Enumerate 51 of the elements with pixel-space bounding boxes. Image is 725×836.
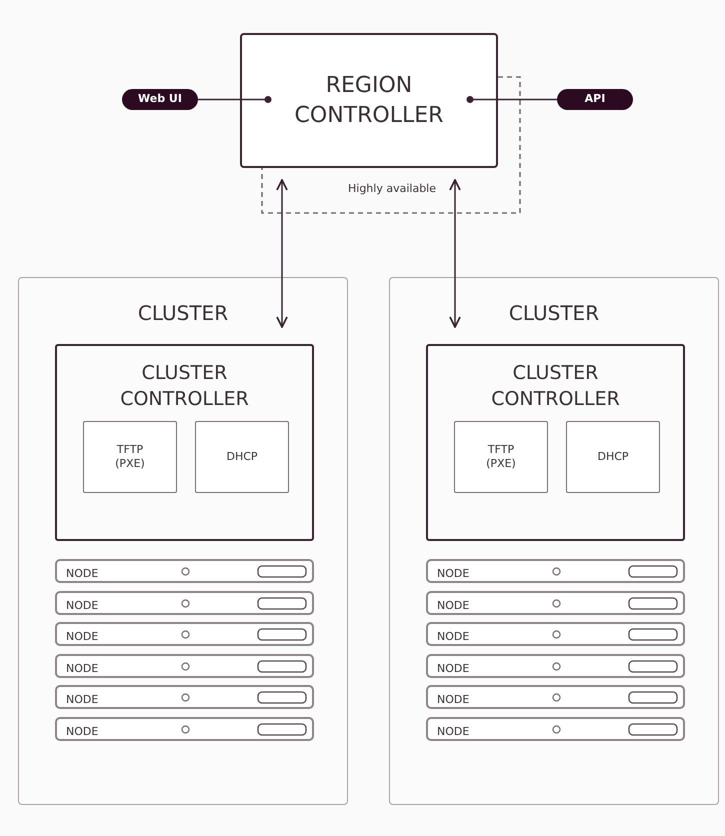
server-row [426,622,685,646]
controller-box [240,33,498,168]
server-row [55,622,314,646]
connector-line [198,96,272,103]
pill-label: API [584,91,606,108]
group-title: CLUSTER [508,300,600,327]
service-box [83,421,177,493]
service-label: DHCP [225,450,259,464]
row-label: NODE [66,724,98,740]
server-row [55,590,314,614]
row-label: NODE [66,692,98,708]
server-row [426,654,685,678]
server-row [426,685,685,709]
row-label: NODE [437,692,470,708]
connector-line [466,96,557,103]
row-label: NODE [437,660,470,676]
service-label: DHCP [596,450,630,464]
server-row [55,716,314,740]
row-label: NODE [437,629,470,645]
arrow [276,179,288,328]
controller-box [426,344,685,541]
cluster-panel [389,277,719,805]
group-label: Highly available [347,181,437,197]
interface-pill [557,89,633,110]
row-label: NODE [437,566,470,582]
service-box [195,421,289,493]
row-label: NODE [437,724,470,740]
arrow [449,179,461,328]
row-label: NODE [66,598,98,614]
server-row [426,559,685,583]
server-row [426,716,685,740]
row-label: NODE [437,598,470,614]
row-label: NODE [66,660,98,676]
box-title: CLUSTER CONTROLLER [490,361,621,412]
server-row [55,685,314,709]
service-box [566,421,660,493]
row-label: NODE [66,629,98,645]
pill-label: Web UI [138,91,182,108]
interface-pill [122,89,198,110]
row-label: NODE [66,566,98,582]
server-row [426,590,685,614]
box-title: CLUSTER CONTROLLER [119,361,250,412]
server-row [55,654,314,678]
box-title: REGION CONTROLLER [294,72,444,130]
service-label: TFTP (PXE) [485,443,517,471]
controller-box [55,344,314,541]
cluster-panel [18,277,348,805]
service-box [454,421,548,493]
group-title: CLUSTER [136,300,230,327]
server-row [55,559,314,583]
service-label: TFTP (PXE) [114,443,146,471]
